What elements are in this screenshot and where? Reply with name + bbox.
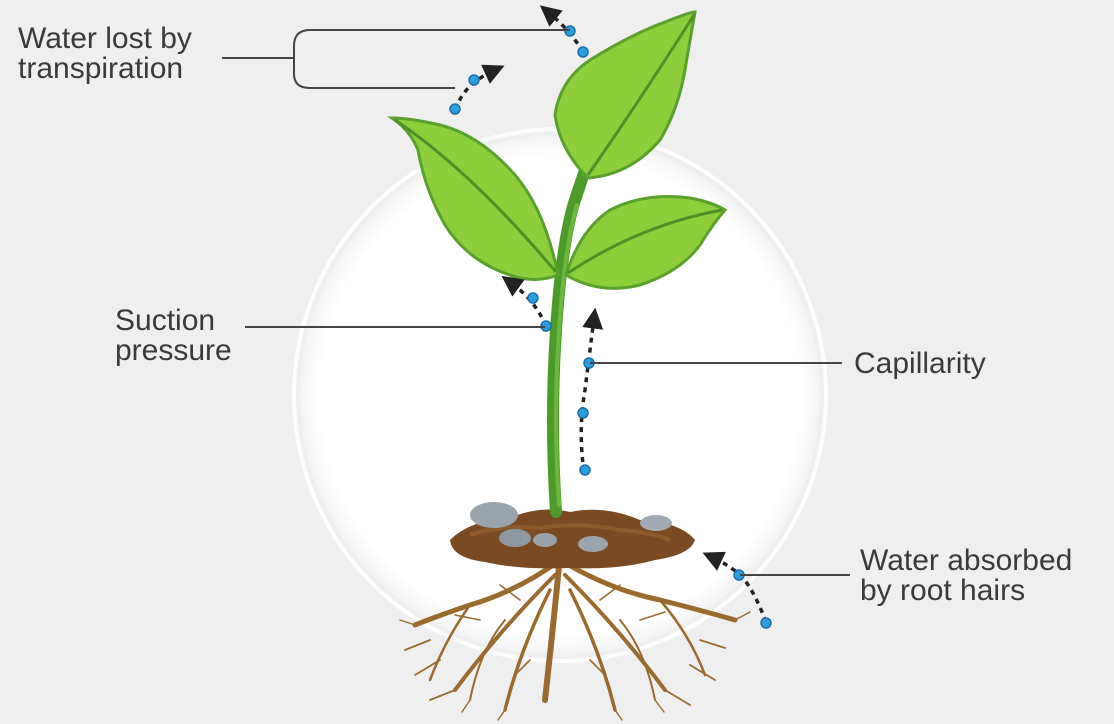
label-root-line1: Water absorbed (860, 546, 1072, 576)
label-capillarity-line1: Capillarity (854, 349, 986, 379)
water-dot (469, 75, 479, 85)
label-root-line2: by root hairs (860, 576, 1072, 606)
label-root-absorption: Water absorbed by root hairs (860, 546, 1072, 606)
water-dot (761, 618, 771, 628)
water-dot (578, 408, 588, 418)
label-transpiration-line1: Water lost by (18, 24, 192, 54)
water-dot (528, 293, 538, 303)
water-dot (580, 465, 590, 475)
water-dot (450, 104, 460, 114)
transpiration-bracket (294, 30, 570, 88)
label-suction-line1: Suction (115, 306, 232, 336)
label-suction-pressure: Suction pressure (115, 306, 232, 366)
label-transpiration: Water lost by transpiration (18, 24, 192, 84)
water-dot (578, 47, 588, 57)
label-transpiration-line2: transpiration (18, 54, 192, 84)
label-capillarity: Capillarity (854, 349, 986, 379)
label-suction-line2: pressure (115, 336, 232, 366)
